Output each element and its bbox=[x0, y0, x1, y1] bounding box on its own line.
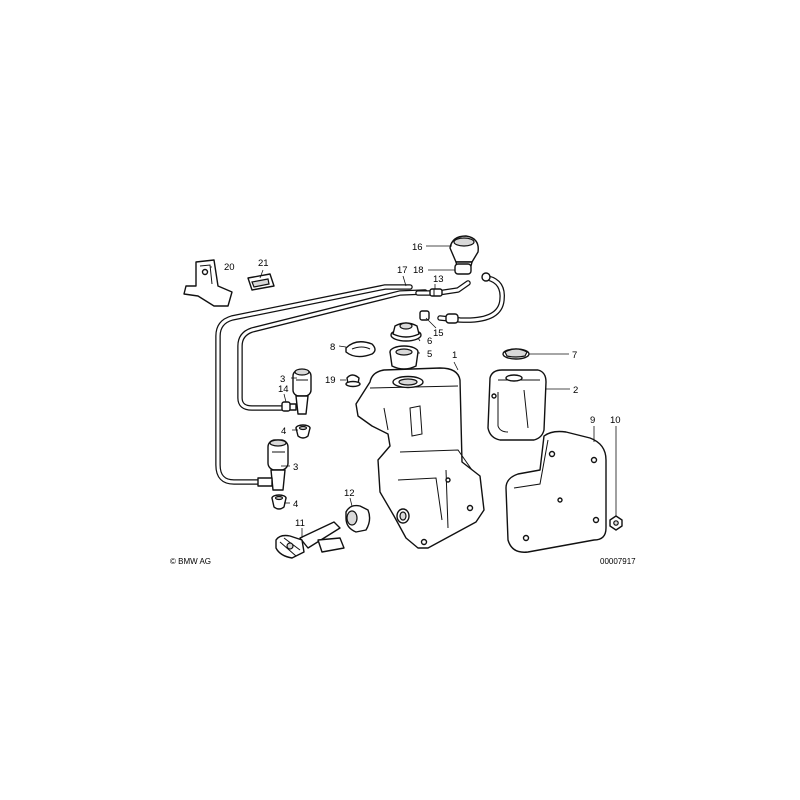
grommet-part-19 bbox=[345, 374, 361, 388]
filler-neck-part-5 bbox=[389, 345, 419, 370]
bracket-part-20 bbox=[183, 259, 233, 307]
connector-part-18 bbox=[454, 263, 491, 282]
callout-4-lower: 4 bbox=[293, 499, 298, 510]
hose-connector-part-15 bbox=[419, 310, 459, 324]
level-sensor-part-11 bbox=[275, 521, 345, 559]
callout-20: 20 bbox=[224, 262, 235, 273]
washer-pump-part-3-upper bbox=[283, 368, 312, 415]
callout-11: 11 bbox=[295, 518, 305, 529]
callout-18: 18 bbox=[413, 265, 424, 276]
callout-2: 2 bbox=[573, 385, 578, 396]
callout-8: 8 bbox=[330, 342, 335, 353]
callout-9: 9 bbox=[590, 415, 595, 426]
callout-3-upper: 3 bbox=[280, 374, 285, 385]
callout-7: 7 bbox=[572, 350, 577, 361]
cover-panel-part-9 bbox=[505, 430, 607, 553]
clip-part-21 bbox=[247, 273, 275, 291]
nut-part-10 bbox=[609, 515, 623, 531]
filler-cap-part-6 bbox=[390, 322, 422, 342]
callout-labels: 1 2 3 3 4 4 5 6 7 8 9 10 11 12 13 14 15 … bbox=[224, 242, 621, 529]
callout-16: 16 bbox=[412, 242, 423, 253]
auxiliary-tank-part-2 bbox=[487, 369, 547, 441]
callout-21: 21 bbox=[258, 258, 269, 269]
diagram-number: 00007917 bbox=[600, 557, 636, 566]
callout-14: 14 bbox=[278, 384, 289, 395]
callout-10: 10 bbox=[610, 415, 621, 426]
callout-1: 1 bbox=[452, 350, 457, 361]
leader-lines bbox=[210, 245, 617, 538]
callout-15: 15 bbox=[433, 328, 444, 339]
grommet-part-4-upper bbox=[295, 424, 311, 439]
callout-19: 19 bbox=[325, 375, 336, 386]
callout-12: 12 bbox=[344, 488, 355, 499]
hose-connector-part-14 bbox=[281, 401, 291, 412]
callout-4-upper: 4 bbox=[281, 426, 286, 437]
callout-5: 5 bbox=[427, 349, 432, 360]
cap-part-7 bbox=[502, 348, 530, 360]
washer-fluid-reservoir-part-1 bbox=[355, 367, 485, 549]
callout-13: 13 bbox=[433, 274, 444, 285]
callout-17: 17 bbox=[397, 265, 408, 276]
grommet-part-4-lower bbox=[271, 494, 287, 510]
hose-lines bbox=[215, 275, 505, 485]
callout-3-lower: 3 bbox=[293, 462, 298, 473]
washer-pump-part-3-lower bbox=[257, 439, 289, 491]
sleeve-part-12 bbox=[345, 504, 371, 533]
cover-part-8 bbox=[345, 341, 376, 358]
hose-connector-part-13 bbox=[429, 288, 443, 297]
callout-6: 6 bbox=[427, 336, 432, 347]
copyright-label: © BMW AG bbox=[170, 557, 211, 566]
